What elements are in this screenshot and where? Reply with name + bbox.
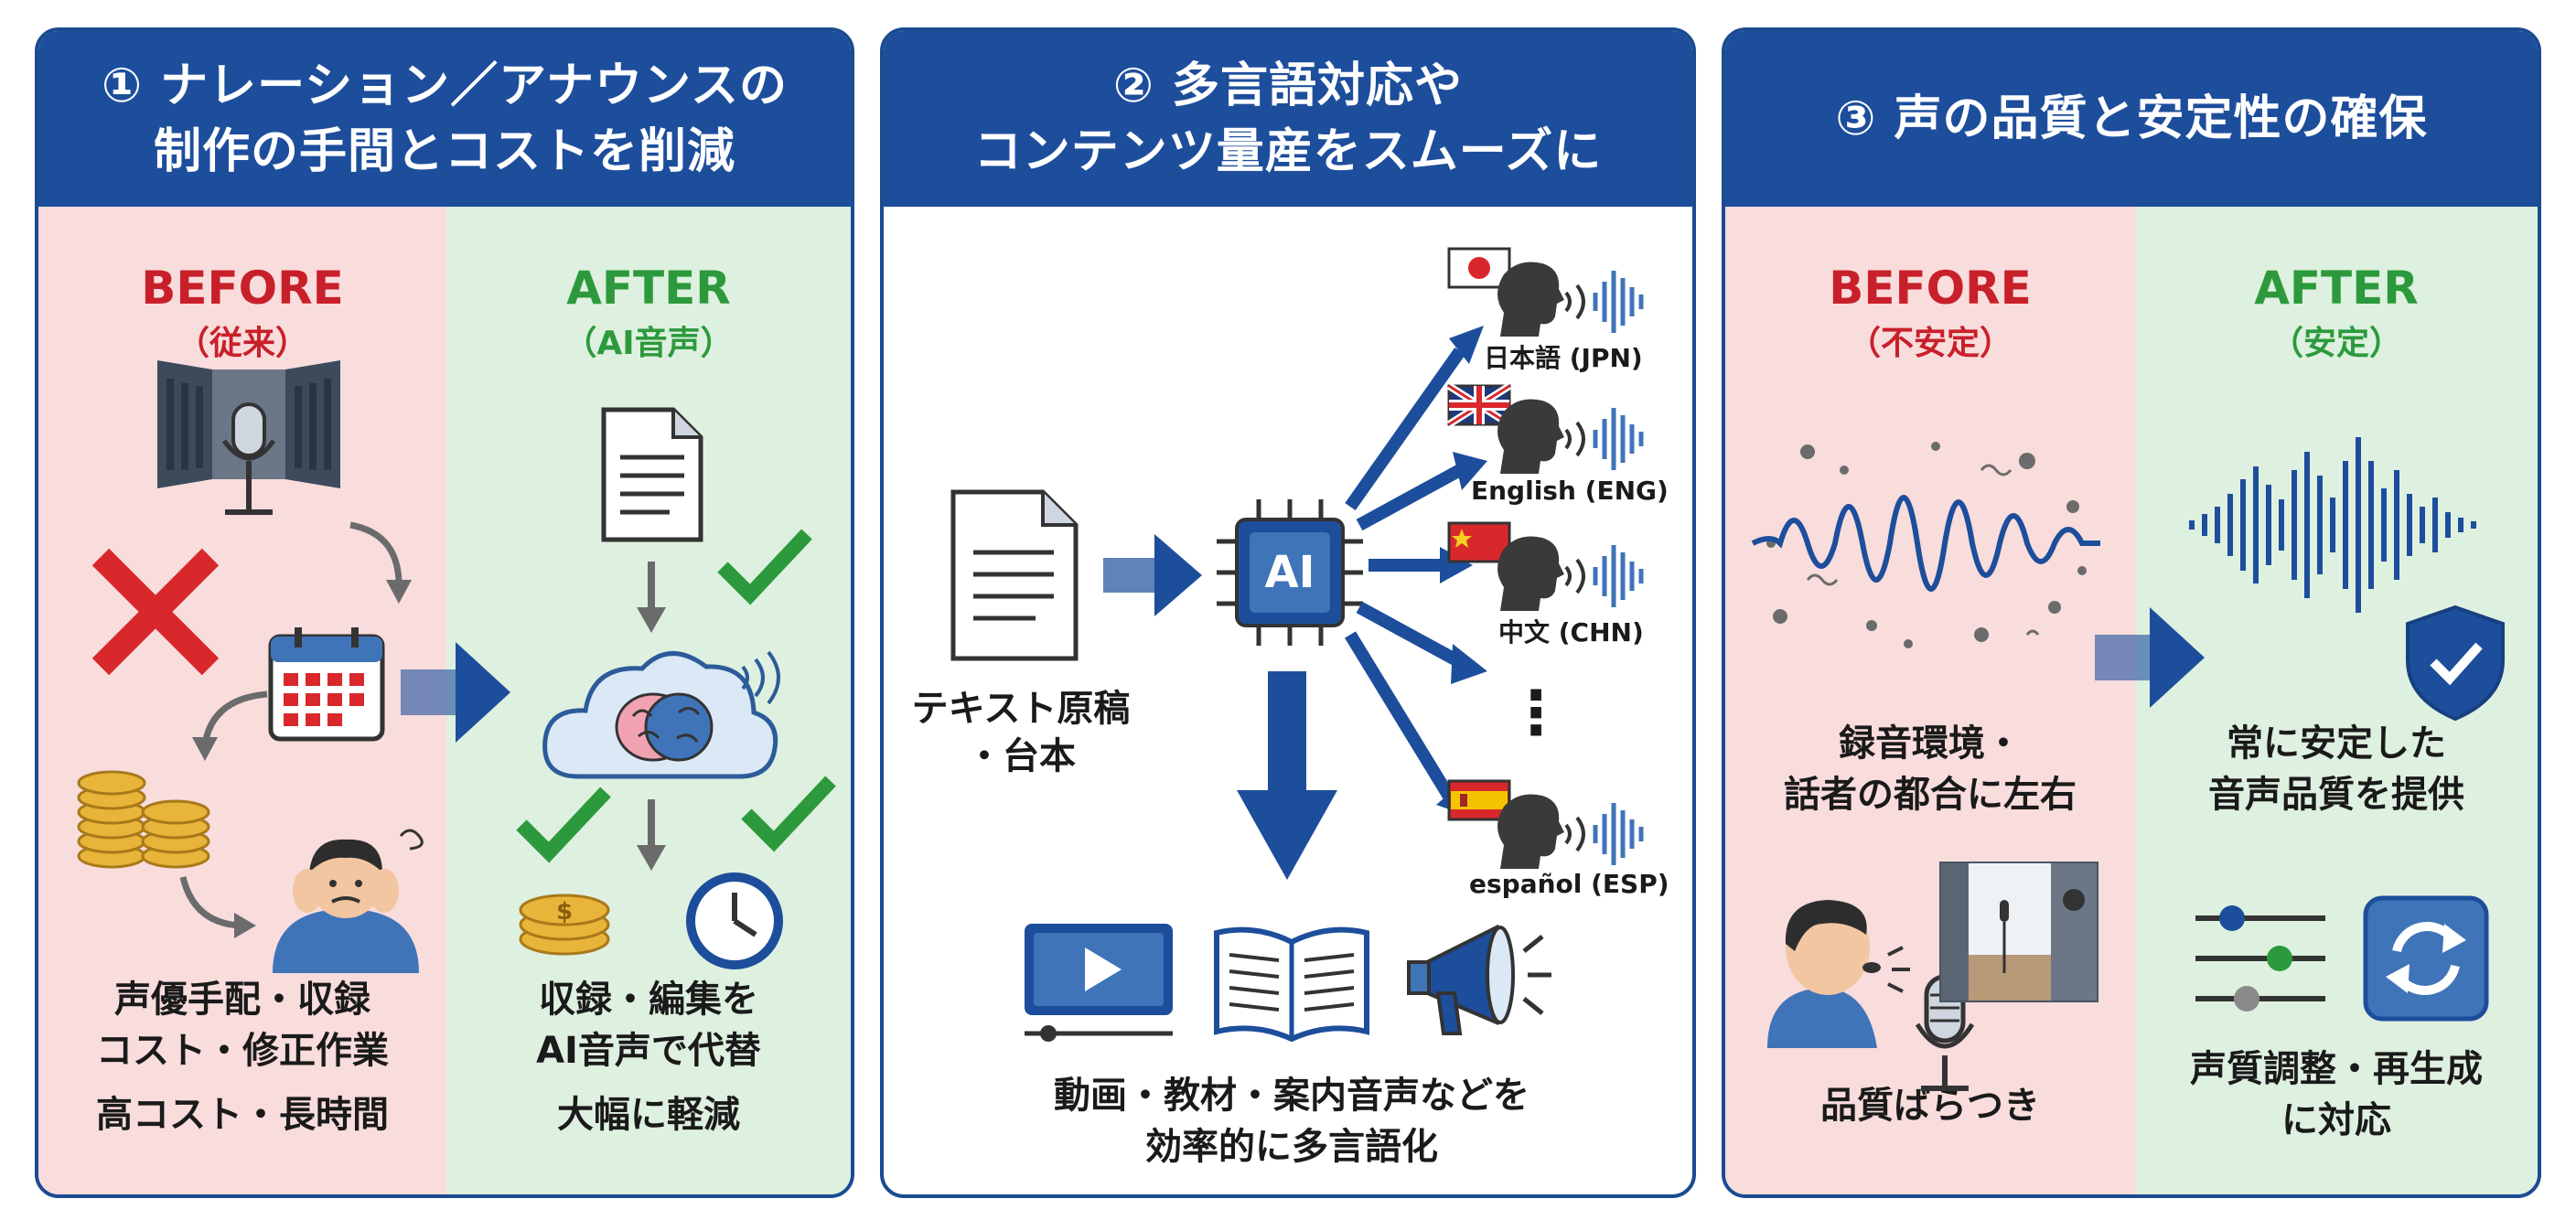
panel-multilingual: ② 多言語対応や コンテンツ量産をスムーズに テキスト原稿 ・台本 AI (880, 27, 1696, 1198)
panel1-header: ① ナレーション／アナウンスの 制作の手間とコストを削減 (38, 31, 851, 207)
panel1-title-line1: ① ナレーション／アナウンスの (101, 59, 788, 113)
check-icon (741, 776, 836, 852)
panel1-after-result: 大幅に軽減 (557, 1094, 740, 1136)
video-player-icon (1025, 924, 1173, 1042)
arrow-curve-left-icon (192, 690, 268, 761)
panel2-title-line2: コンテンツ量産をスムーズに (973, 124, 1603, 179)
studio-room-icon (1939, 862, 2098, 1002)
arrow-right-icon (1103, 534, 1202, 616)
arrow-right-icon (2095, 607, 2205, 708)
panel3-header: ③ 声の品質と安定性の確保 (1725, 31, 2538, 207)
sound-wave-icon (1564, 408, 1644, 470)
panel1-after-sublabel: （AI音声） (564, 325, 734, 362)
arrow-right-icon (401, 642, 510, 743)
source-text-label-line2: ・台本 (966, 735, 1076, 777)
panel3-before-result: 品質ばらつき (1820, 1085, 2040, 1127)
panel3-before-label: BEFORE (1829, 262, 2032, 315)
panel3-after-sublabel: （安定） (2270, 325, 2402, 362)
shield-check-icon (2406, 605, 2505, 722)
panel3-after-label: AFTER (2254, 262, 2419, 315)
panel1-before-sublabel: （従来） (176, 325, 308, 362)
document-icon (950, 489, 1079, 661)
sound-wave-icon (1564, 803, 1644, 865)
sound-wave-icon (1564, 271, 1644, 333)
sound-wave-icon (1564, 545, 1644, 607)
panel-quality: ③ 声の品質と安定性の確保 BEFORE （不安定） 録音環境・ 話者の都合に左… (1722, 27, 2541, 1198)
cross-icon (91, 548, 220, 676)
speaking-head-icon (1497, 536, 1564, 611)
panel1-title-line2: 制作の手間とコストを削減 (153, 124, 735, 179)
panel3-after-result-line1: 声質調整・再生成 (2190, 1048, 2483, 1090)
noisy-waveform-icon (1751, 442, 2100, 648)
panel2-title-line1: ② 多言語対応や (1112, 59, 1464, 113)
panel1-before-caption-line2: コスト・修正作業 (96, 1030, 389, 1072)
open-book-icon (1214, 926, 1369, 1043)
language-label-jpn: 日本語 (JPN) (1484, 343, 1643, 373)
language-label-esp: español (ESP) (1469, 869, 1669, 899)
coin-dollar-sign: $ (556, 898, 573, 926)
recording-booth-icon (157, 360, 340, 515)
language-label-chn: 中文 (CHN) (1498, 617, 1644, 648)
document-icon (601, 407, 703, 542)
panel1-after-caption-line1: 収録・編集を (539, 979, 758, 1021)
check-icon (717, 529, 812, 605)
coin-icon: $ (519, 894, 610, 956)
output-caption-line2: 効率的に多言語化 (1145, 1126, 1438, 1168)
panel3-before-caption-line1: 録音環境・ (1839, 723, 2022, 765)
panel3-before-sublabel: （不安定） (1847, 325, 2012, 362)
panel2-header: ② 多言語対応や コンテンツ量産をスムーズに (884, 31, 1692, 207)
coin-stack-icon (77, 770, 210, 869)
flag-japan-icon (1447, 247, 1511, 289)
fanout-arrows (1345, 326, 1487, 818)
output-caption-line1: 動画・教材・案内音声などを (1054, 1075, 1530, 1117)
arrow-down-icon (1237, 671, 1337, 880)
flag-spain-icon (1447, 779, 1511, 821)
panel3-before-caption-line2: 話者の都合に左右 (1784, 774, 2077, 816)
panel1-before-result: 高コスト・長時間 (96, 1094, 389, 1136)
arrow-curve-icon (349, 521, 412, 604)
panel1-before-caption-line1: 声優手配・収録 (114, 979, 370, 1021)
speaking-head-icon (1497, 794, 1564, 869)
flag-uk-icon (1446, 382, 1512, 428)
source-text-label-line1: テキスト原稿 (911, 688, 1131, 730)
language-label-eng: English (ENG) (1471, 476, 1669, 506)
panel3-after-caption-line1: 常に安定した (2227, 723, 2446, 765)
ai-chip-icon: AI (1217, 499, 1363, 646)
equalizer-sliders-icon (2195, 905, 2325, 1012)
regenerate-icon (2363, 895, 2489, 1022)
panel3-after-result-line2: に対応 (2281, 1099, 2391, 1141)
clock-icon (686, 872, 783, 969)
speaking-head-icon (1497, 262, 1564, 337)
speaking-person-icon (1767, 900, 1910, 1048)
arrow-curve-down-icon (179, 876, 256, 938)
calendar-icon (268, 627, 385, 742)
stressed-person-icon (273, 829, 424, 973)
panel-cost-reduction: ① ナレーション／アナウンスの 制作の手間とコストを削減 BEFORE （従来）… (35, 27, 854, 1198)
ai-brain-cloud-icon (542, 650, 780, 779)
check-icon (516, 787, 611, 863)
panel3-after-caption-line2: 音声品質を提供 (2208, 774, 2464, 816)
flag-china-icon (1447, 521, 1511, 563)
arrow-down-icon (637, 562, 666, 633)
panel1-after-caption-line2: AI音声で代替 (536, 1030, 761, 1072)
megaphone-icon (1407, 924, 1551, 1035)
ai-chip-label: AI (1264, 547, 1315, 598)
arrow-down-icon (637, 799, 666, 871)
speaking-head-icon (1497, 399, 1564, 474)
panel1-before-label: BEFORE (141, 262, 344, 315)
clean-waveform-icon (2189, 437, 2476, 613)
panel1-after-label: AFTER (566, 262, 731, 315)
more-languages-ellipsis: ⋮ (1506, 678, 1566, 748)
panel3-title: ③ 声の品質と安定性の確保 (1835, 91, 2428, 146)
